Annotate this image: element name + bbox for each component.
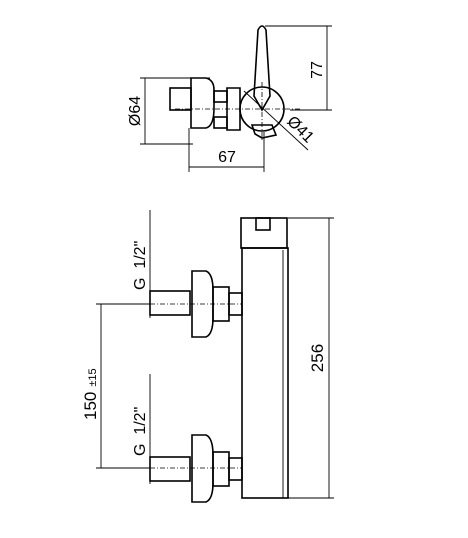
side-dim-150-value: 150 — [81, 392, 100, 420]
upper-inlet-nipple — [149, 290, 191, 316]
top-body-outline — [190, 77, 215, 129]
top-inlet-block — [169, 87, 192, 111]
top-nub — [250, 124, 278, 139]
side-top-cap — [240, 217, 288, 249]
top-handle-lever — [253, 25, 271, 112]
side-dim-150-label: 150±15 — [81, 368, 100, 420]
lower-inlet-flange — [191, 434, 214, 503]
top-dia41-leader — [243, 90, 309, 151]
lower-thread-label: G 1/2" — [132, 407, 149, 456]
upper-thread-label: G 1/2" — [132, 241, 149, 290]
side-dim-256-label: 256 — [308, 344, 327, 372]
top-dim-67-label: 67 — [218, 149, 236, 166]
top-connector — [226, 87, 241, 131]
top-dim-41-label: Ø41 — [283, 113, 316, 146]
top-lug-upper — [213, 90, 228, 103]
side-view: 256 150±15 G 1/2" G 1/2" — [81, 210, 334, 503]
side-dim-150-tolerance: ±15 — [87, 368, 99, 386]
top-view: Ø64 77 Ø41 67 — [127, 25, 332, 172]
top-dim-77-label: 77 — [309, 61, 326, 79]
lower-inlet-nut — [212, 451, 230, 487]
top-dim-64-label: Ø64 — [127, 96, 144, 126]
top-lug-lower — [213, 116, 228, 129]
side-body — [241, 247, 289, 499]
lower-inlet-ring — [228, 457, 243, 481]
lower-inlet-nipple — [149, 456, 191, 482]
side-top-knob — [255, 217, 271, 231]
